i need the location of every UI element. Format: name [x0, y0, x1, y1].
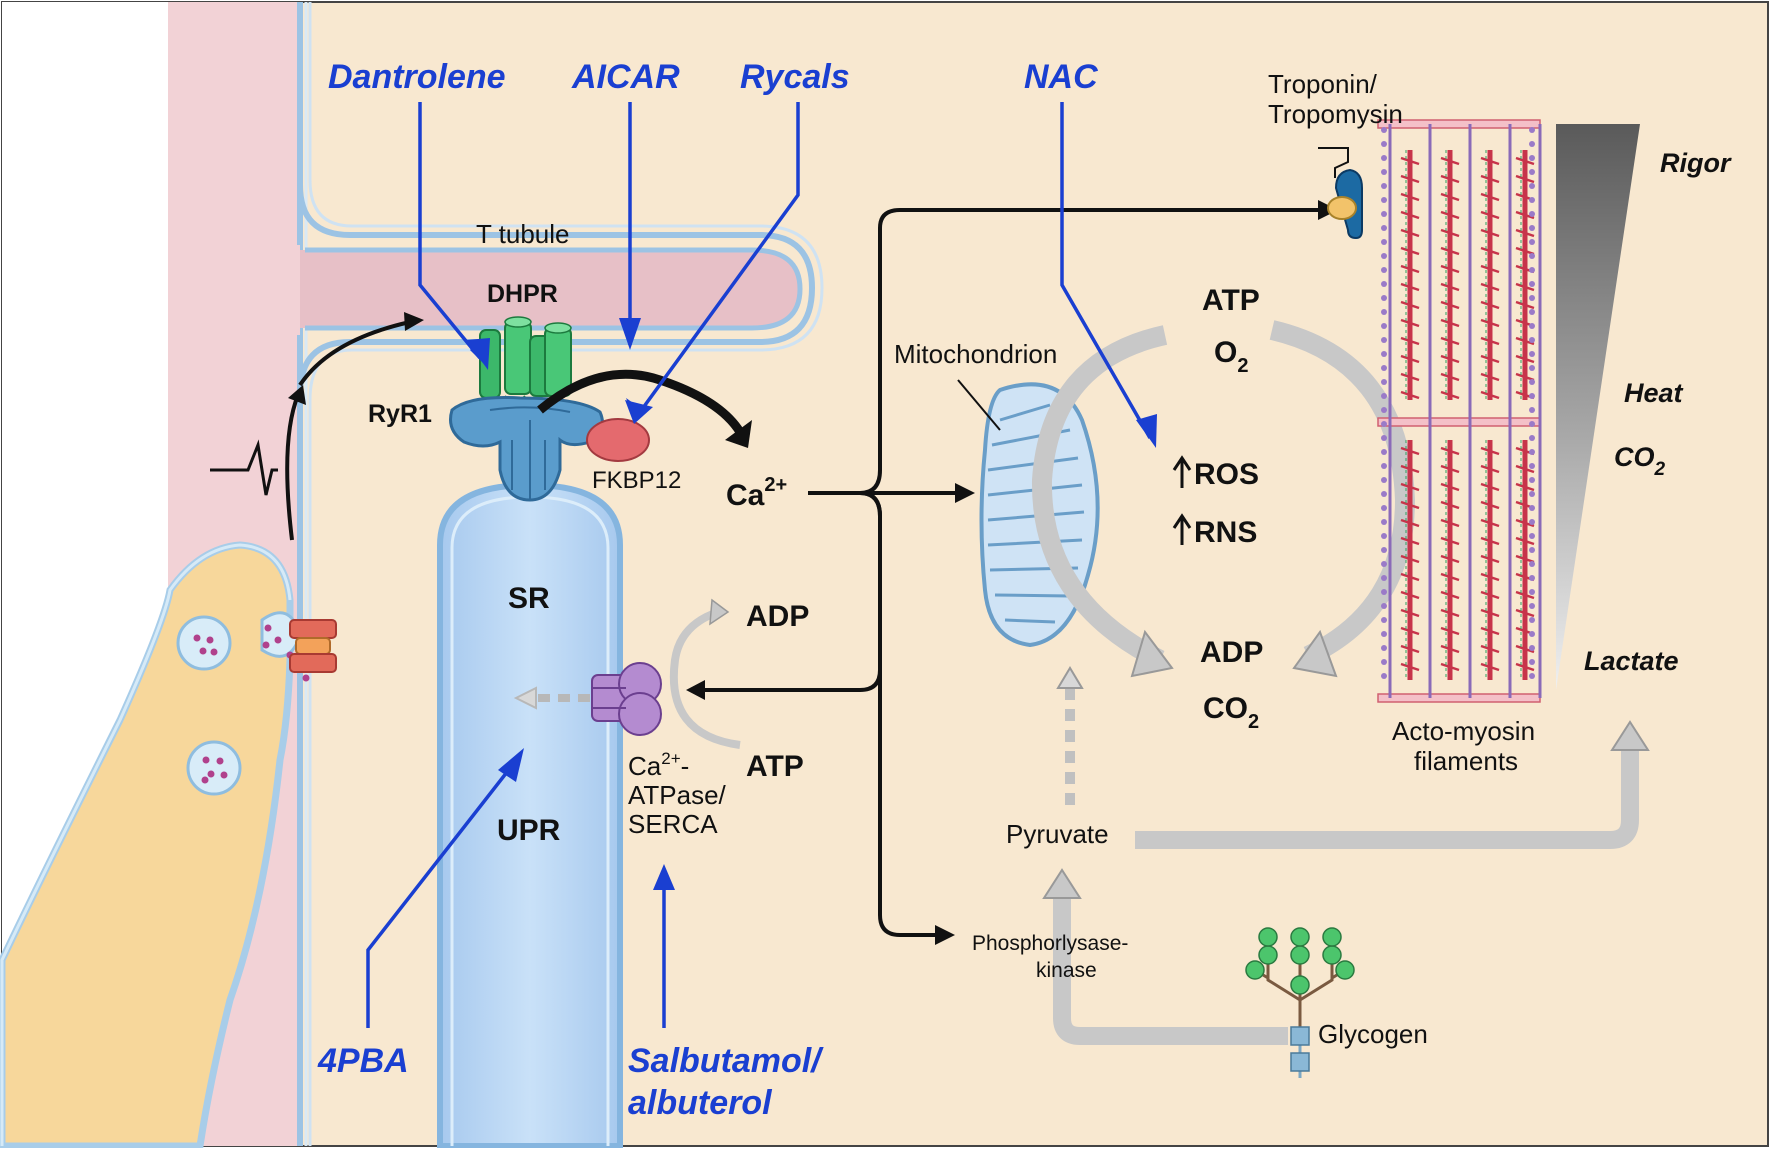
- label-mitochondrion: Mitochondrion: [894, 339, 1057, 369]
- drug-label-salbutamol-line1: Salbutamol/: [628, 1042, 824, 1080]
- label-serca-line2: ATPase/: [628, 780, 727, 810]
- acetylcholine-receptor: [289, 619, 337, 673]
- ros-up-icon: [1172, 455, 1192, 488]
- drug-label-aicar: AICAR: [571, 58, 680, 96]
- label-troponin-line2: Tropomysin: [1268, 99, 1403, 129]
- serca-atp-arrow: [669, 608, 741, 749]
- label-pyruvate: Pyruvate: [1006, 819, 1109, 849]
- rns-up-icon: [1172, 513, 1192, 545]
- drug-label-salbutamol-line2: albuterol: [628, 1084, 773, 1122]
- mito-cycle-arrow-right: [1269, 320, 1416, 666]
- label-rigor: Rigor: [1660, 148, 1732, 178]
- drug-label-rycals: Rycals: [740, 58, 850, 96]
- action-potential-icon: [210, 439, 278, 496]
- label-mito-o2: O2: [1214, 336, 1248, 377]
- ap-propagation-arrow: [285, 394, 300, 541]
- label-dhpr: DHPR: [487, 280, 558, 308]
- serca-pump: [591, 662, 662, 736]
- ca-branch-arrows: [700, 208, 1320, 937]
- label-fkbp12: FKBP12: [592, 467, 681, 494]
- label-acto-line2: filaments: [1414, 746, 1518, 776]
- label-ros: ROS: [1194, 458, 1259, 491]
- drug-label-4pba: 4PBA: [317, 1042, 409, 1080]
- glycogen-molecule: [1245, 927, 1355, 1078]
- ca-release-arrow: [537, 369, 744, 435]
- label-serca-atp: ATP: [746, 750, 804, 783]
- mito-cycle-arrow-left: [1031, 325, 1168, 669]
- troponin-leader: [1318, 147, 1349, 178]
- label-serca-line3: SERCA: [628, 809, 718, 839]
- label-mito-atp: ATP: [1202, 284, 1260, 317]
- label-upr: UPR: [497, 814, 561, 847]
- label-rns: RNS: [1194, 516, 1257, 549]
- troponin-tropomyosin-complex: [1327, 168, 1363, 240]
- label-phosphorylase-line2: kinase: [1036, 959, 1097, 982]
- fkbp12-protein: [586, 418, 650, 462]
- acto-myosin-filaments: [1377, 119, 1542, 703]
- synaptic-vesicle-2: [186, 740, 242, 796]
- drug-arrows: [366, 102, 1152, 1028]
- drug-label-nac: NAC: [1024, 58, 1098, 96]
- glycogen-pyruvate-arrow: [1053, 895, 1288, 1045]
- drug-label-dantrolene: Dantrolene: [328, 58, 506, 96]
- label-serca-adp: ADP: [746, 600, 809, 633]
- label-heat: Heat: [1624, 378, 1684, 408]
- label-acto-line1: Acto-myosin: [1392, 716, 1535, 746]
- synaptic-vesicle-1: [176, 615, 232, 671]
- label-serca-line1: Ca2+-: [628, 749, 689, 781]
- ryr1-channel: [449, 396, 604, 502]
- dhpr-channel: [479, 316, 572, 403]
- label-sr: SR: [508, 582, 550, 615]
- mitochondrion-leader: [957, 379, 1001, 431]
- t-tubule-lumen: [300, 250, 798, 328]
- label-mito-adp: ADP: [1200, 636, 1263, 669]
- label-t-tubule: T tubule: [476, 219, 569, 249]
- label-co2-heat: CO2: [1614, 442, 1666, 480]
- label-troponin-line1: Troponin/: [1268, 69, 1378, 99]
- label-ca-ion: Ca2+: [726, 474, 787, 512]
- pyruvate-lactate-arrow: [1135, 745, 1639, 849]
- label-glycogen: Glycogen: [1318, 1019, 1428, 1049]
- energy-gradient-triangle: [1556, 124, 1640, 690]
- t-tubule-membrane: [297, 2, 816, 1146]
- label-phosphorylase-line1: Phosphorlysase-: [972, 932, 1128, 955]
- label-mito-co2: CO2: [1203, 692, 1259, 733]
- label-ryr1: RyR1: [368, 400, 432, 428]
- label-lactate: Lactate: [1584, 646, 1679, 676]
